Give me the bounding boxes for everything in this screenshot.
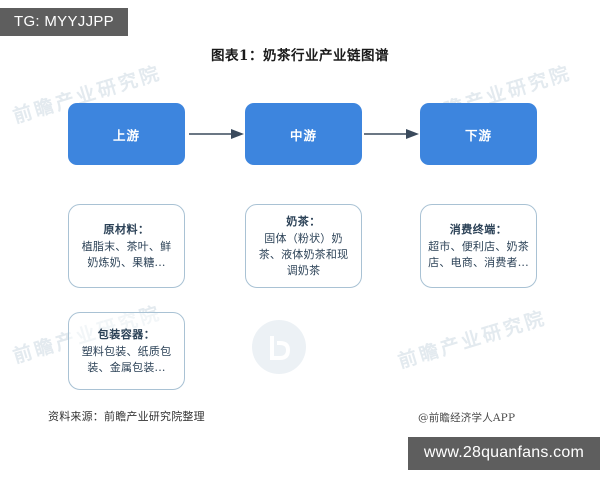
website-badge: www.28quanfans.com bbox=[407, 437, 600, 470]
detail-card-heading: 奶茶： bbox=[286, 215, 321, 229]
watermark-logo-icon bbox=[252, 320, 306, 374]
app-credit: @前瞻经济学人APP bbox=[418, 412, 516, 424]
detail-card-heading: 包装容器： bbox=[97, 328, 156, 342]
stage-label: 上游 bbox=[112, 127, 140, 143]
detail-card-milk-tea: 奶茶： 固体（粉状）奶茶、液体奶茶和现调奶茶 bbox=[245, 204, 362, 288]
flow-arrow-midstream-to-downstream bbox=[364, 129, 419, 139]
source-note: 资料来源：前瞻产业研究院整理 bbox=[48, 410, 205, 423]
stage-label: 下游 bbox=[464, 127, 492, 143]
detail-card-raw-materials: 原材料： 植脂末、茶叶、鲜奶炼奶、果糖... bbox=[68, 204, 185, 288]
detail-card-body: 超市、便利店、奶茶店、电商、消费者... bbox=[428, 240, 529, 269]
stage-box-upstream: 上游 bbox=[68, 103, 185, 165]
tg-handle-badge: TG: MYYJJPP bbox=[0, 8, 128, 36]
stage-box-downstream: 下游 bbox=[420, 103, 537, 165]
detail-card-consumer-end: 消费终端： 超市、便利店、奶茶店、电商、消费者... bbox=[420, 204, 537, 288]
stage-label: 中游 bbox=[289, 127, 317, 143]
detail-card-body: 塑料包装、纸质包装、金属包装... bbox=[81, 345, 172, 374]
detail-card-heading: 原材料： bbox=[103, 223, 150, 237]
detail-card-body: 植脂末、茶叶、鲜奶炼奶、果糖... bbox=[81, 240, 172, 269]
chart-title: 图表1：奶茶行业产业链图谱 bbox=[211, 48, 389, 64]
detail-card-packaging: 包装容器： 塑料包装、纸质包装、金属包装... bbox=[68, 312, 185, 390]
watermark-text: 前瞻产业研究院 bbox=[395, 306, 550, 373]
flow-arrow-upstream-to-midstream bbox=[189, 129, 244, 139]
stage-box-midstream: 中游 bbox=[245, 103, 362, 165]
detail-card-heading: 消费终端： bbox=[449, 223, 508, 237]
detail-card-body: 固体（粉状）奶茶、液体奶茶和现调奶茶 bbox=[258, 232, 349, 277]
